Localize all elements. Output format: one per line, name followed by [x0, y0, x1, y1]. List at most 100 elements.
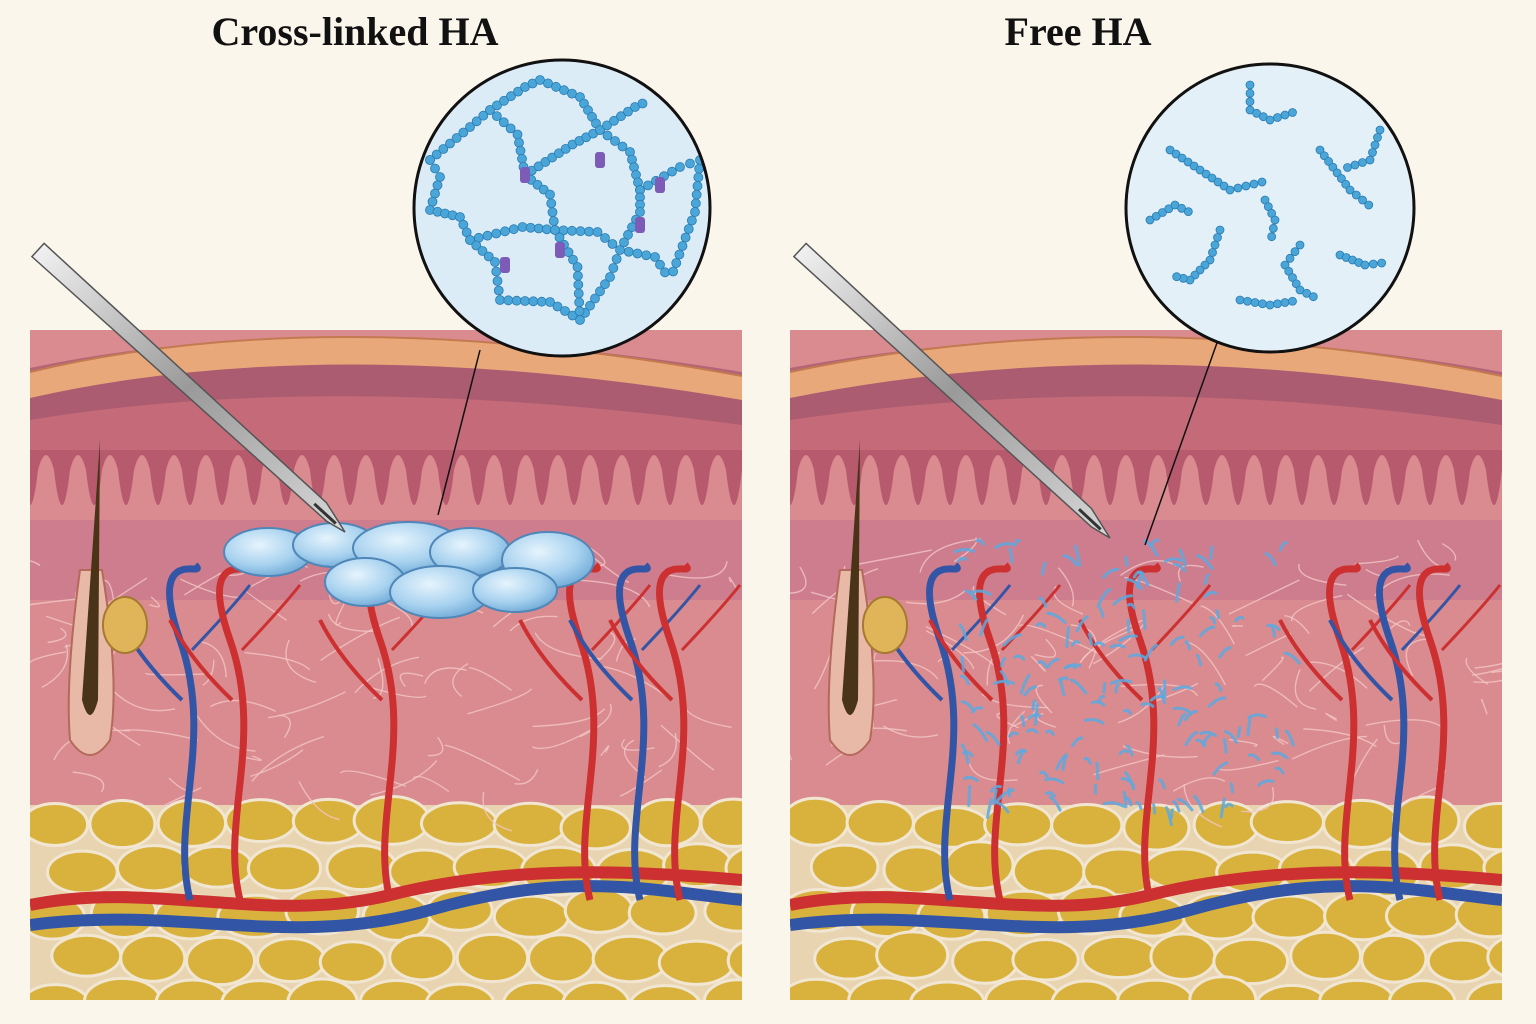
- fat-lobule: [1384, 893, 1461, 939]
- fat-lobule: [352, 795, 431, 846]
- vein-branch: [1376, 562, 1411, 901]
- fat-lobule: [1192, 800, 1260, 849]
- fat-lobule: [492, 894, 570, 939]
- fat-lobule: [944, 840, 1015, 891]
- fat-lobule: [1426, 938, 1496, 984]
- fat-lobule: [633, 798, 702, 848]
- fat-lobule: [30, 983, 91, 1000]
- fat-lobule: [1322, 798, 1401, 849]
- fat-lobule: [1081, 934, 1160, 980]
- fat-lobule: [527, 933, 596, 984]
- fat-lobule: [1011, 938, 1080, 982]
- fat-lobule: [1388, 979, 1457, 1000]
- crosslink: [595, 152, 605, 168]
- fat-lobule: [154, 978, 231, 1000]
- fat-lobule: [563, 886, 635, 934]
- fat-lobule: [184, 935, 257, 987]
- fat-lobule: [1011, 846, 1086, 897]
- title-cross-linked-ha: Cross-linked HA: [211, 9, 499, 54]
- title-free-ha: Free HA: [1004, 9, 1152, 54]
- fat-lobule: [984, 977, 1063, 1000]
- fat-lobule: [702, 978, 742, 1000]
- fat-lobule: [1465, 980, 1502, 1000]
- artery-branch: [656, 562, 691, 901]
- artery-branch: [976, 562, 1011, 901]
- crosslink: [555, 242, 565, 258]
- fat-lobule: [591, 934, 670, 984]
- fat-lobule: [1462, 801, 1502, 852]
- crosslink: [655, 177, 665, 193]
- fat-lobule: [561, 980, 630, 1000]
- fat-lobule: [246, 844, 323, 893]
- fat-lobule: [83, 976, 162, 1000]
- fat-lobule: [629, 984, 701, 1000]
- needle-icon: [30, 242, 346, 533]
- magnifier-circle-icon: [412, 58, 712, 358]
- fat-lobule: [256, 937, 327, 984]
- crosslink: [520, 167, 530, 183]
- crosslink: [500, 257, 510, 273]
- needle-icon: [792, 242, 1111, 539]
- fat-lobule: [30, 802, 90, 847]
- fat-lobule: [699, 797, 742, 848]
- hair-follicle-icon: [67, 440, 148, 756]
- hair-shaft: [82, 440, 100, 715]
- vein: [790, 880, 1502, 934]
- artery-branch: [1126, 562, 1161, 901]
- hair-follicle-icon: [827, 440, 908, 756]
- crosslinked-network: [425, 75, 705, 325]
- fat-lobule: [1188, 975, 1258, 1000]
- fat-lobule: [813, 936, 885, 981]
- ha-gel-deposit: [223, 521, 595, 619]
- free-chains: [1145, 80, 1387, 310]
- fat-lobule: [419, 801, 499, 846]
- fat-lobule: [1212, 937, 1290, 986]
- fat-lobule: [845, 799, 915, 846]
- fat-lobule: [882, 845, 952, 895]
- fat-lobule: [46, 849, 119, 895]
- fat-lobule: [559, 805, 632, 851]
- fat-lobule: [790, 796, 850, 847]
- fat-lobule: [1050, 803, 1124, 848]
- fat-lobule: [726, 940, 742, 981]
- gel-bolus: [472, 567, 558, 613]
- ha-diffused-chains: [953, 538, 1301, 827]
- papillary-dermis: [790, 520, 1502, 600]
- skin-section-right: [790, 330, 1502, 1000]
- fat-lobule: [492, 801, 568, 848]
- fat-lobule: [388, 933, 456, 982]
- hair-shaft: [842, 440, 860, 715]
- fat-lobule: [1116, 978, 1194, 1000]
- sebaceous-gland: [102, 596, 148, 654]
- fat-lobule: [1256, 983, 1328, 1000]
- fat-lobule: [847, 976, 924, 1000]
- fat-lobule: [115, 844, 193, 893]
- fat-lobule: [181, 844, 254, 889]
- vein: [30, 880, 742, 934]
- fat-lobule: [1360, 933, 1428, 984]
- fat-lobule: [455, 932, 530, 984]
- fat-lobule: [951, 938, 1019, 985]
- blood-vessels: [790, 562, 1502, 934]
- fat-lobule: [359, 979, 435, 1000]
- callout-line: [437, 349, 481, 516]
- fat-lobule: [1149, 932, 1217, 981]
- fat-lobule: [790, 977, 855, 1000]
- fat-layer: [790, 795, 1502, 1000]
- fat-lobule: [318, 940, 387, 984]
- fat-lobule: [286, 977, 359, 1000]
- fat-lobule: [119, 933, 187, 983]
- fat-lobule: [1318, 978, 1396, 1000]
- fat-lobule: [156, 798, 228, 848]
- skin-section-left: [30, 330, 742, 1000]
- fat-lobule: [909, 980, 986, 1000]
- fat-lobule: [809, 843, 880, 891]
- fat-lobule: [220, 979, 298, 1000]
- magnifier-circle-icon: [1124, 62, 1416, 354]
- fat-lobule: [88, 799, 157, 850]
- fat-lobule: [425, 982, 495, 1000]
- fat-lobule: [875, 930, 950, 980]
- fat-lobule: [1289, 930, 1363, 981]
